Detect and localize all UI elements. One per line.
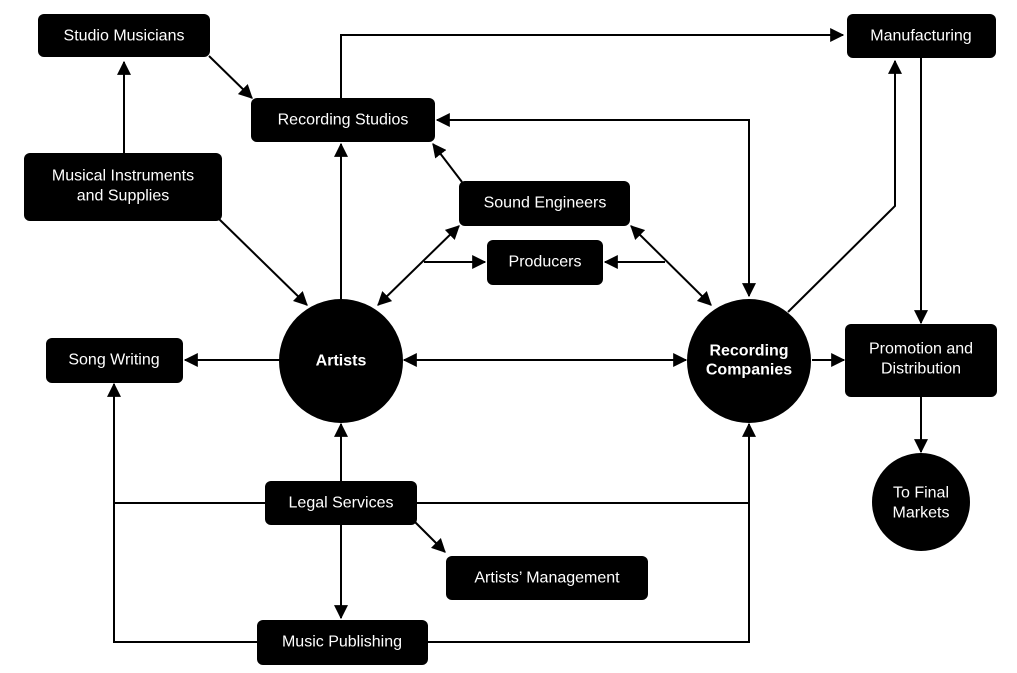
edge-artists-sound-engineers	[377, 225, 460, 306]
node-label-line2: Distribution	[881, 361, 961, 378]
node-label-line2: Markets	[893, 505, 950, 522]
node-label: Studio Musicians	[64, 28, 185, 45]
node-recording-companies[interactable]: Recording Companies	[687, 299, 811, 423]
node-artists[interactable]: Artists	[279, 299, 403, 423]
node-sound-engineers[interactable]: Sound Engineers	[459, 181, 630, 226]
node-song-writing[interactable]: Song Writing	[46, 338, 183, 383]
node-artists-management[interactable]: Artists’ Management	[446, 556, 648, 600]
node-label: Sound Engineers	[484, 195, 607, 212]
node-label: Song Writing	[68, 352, 159, 369]
edge-legal-to-recording-companies	[416, 422, 756, 504]
node-label-line2: Companies	[706, 362, 792, 379]
node-musical-instruments[interactable]: Musical Instruments and Supplies	[24, 153, 222, 221]
edge-sound-engineers-to-recording-studios	[432, 143, 463, 183]
edge-recording-companies-to-manufacturing	[787, 59, 902, 313]
node-producers[interactable]: Producers	[487, 240, 603, 285]
edge-music-publishing-to-recording-companies	[427, 503, 750, 643]
node-label-line1: Recording	[709, 343, 788, 360]
node-label: Producers	[509, 254, 582, 271]
nodes: Studio Musicians Recording Studios Manuf…	[24, 14, 997, 665]
node-final-markets[interactable]: To Final Markets	[872, 453, 970, 551]
node-label: Music Publishing	[282, 634, 402, 651]
edge-instruments-to-artists	[218, 218, 308, 306]
node-manufacturing[interactable]: Manufacturing	[847, 14, 996, 58]
edges	[107, 28, 928, 643]
node-promotion-distribution[interactable]: Promotion and Distribution	[845, 324, 997, 397]
edge-recording-companies-sound-engineers	[630, 225, 712, 306]
node-studio-musicians[interactable]: Studio Musicians	[38, 14, 210, 57]
node-legal-services[interactable]: Legal Services	[265, 481, 417, 525]
edge-legal-to-song-writing	[107, 382, 265, 504]
node-label-line1: Musical Instruments	[52, 168, 194, 185]
node-label: Recording Studios	[278, 112, 409, 129]
edge-recording-studios-recording-companies	[435, 113, 756, 298]
node-label: Artists	[316, 353, 367, 370]
node-label: Manufacturing	[870, 28, 971, 45]
node-label-line2: and Supplies	[77, 188, 170, 205]
node-music-publishing[interactable]: Music Publishing	[257, 620, 428, 665]
node-label: Artists’ Management	[474, 570, 620, 587]
edge-legal-to-artists-management	[414, 521, 446, 553]
edge-recording-studios-to-manufacturing	[340, 28, 845, 98]
edge-studio-musicians-to-recording-studios	[208, 55, 253, 99]
edge-music-publishing-to-song-writing	[113, 503, 258, 643]
node-label-line1: Promotion and	[869, 341, 973, 358]
node-label: Legal Services	[289, 495, 394, 512]
node-recording-studios[interactable]: Recording Studios	[251, 98, 435, 142]
node-label-line1: To Final	[893, 485, 949, 502]
